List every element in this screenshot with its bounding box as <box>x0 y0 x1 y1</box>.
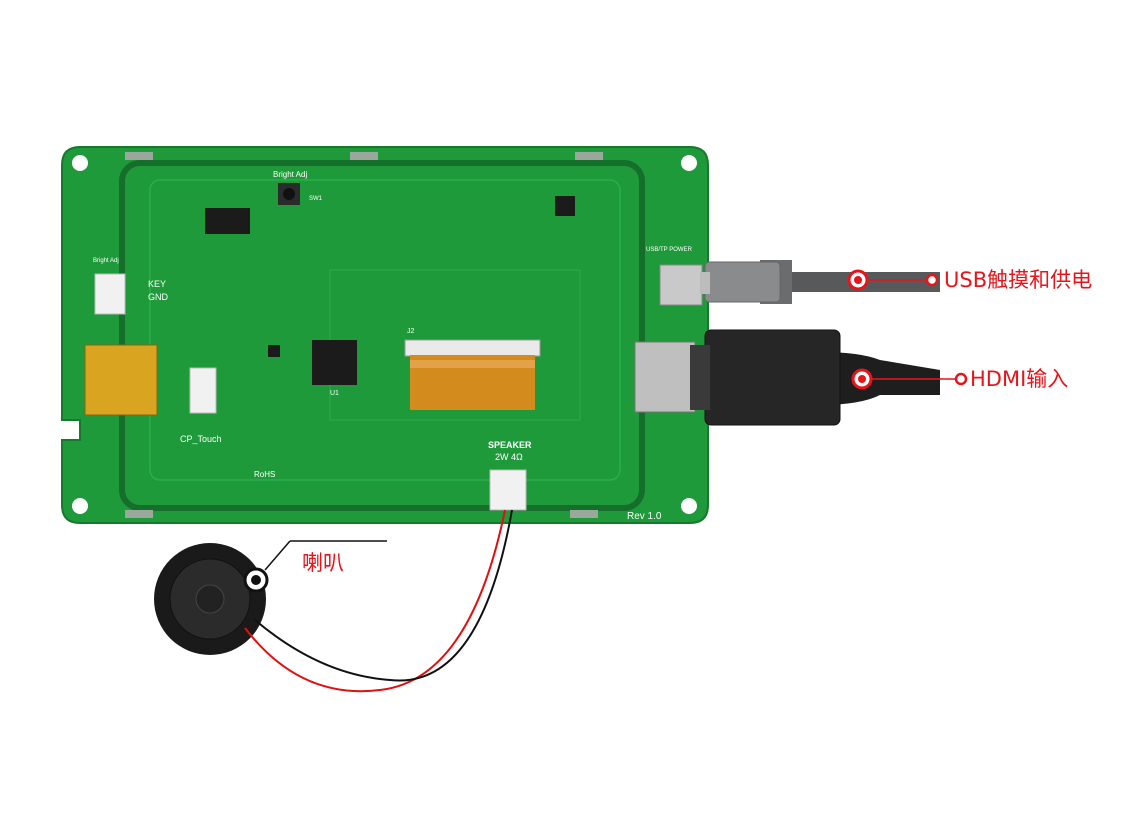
key-connector <box>94 273 126 315</box>
touch-fpc <box>84 344 158 416</box>
svg-text:U1: U1 <box>330 390 339 397</box>
callout-markers <box>243 269 968 593</box>
speaker-connector <box>489 469 527 511</box>
fpc-connector <box>404 339 541 357</box>
speaker-label: 喇叭 <box>302 551 344 575</box>
rohs-label: RoHS <box>254 470 275 479</box>
cp-touch-label: CP_Touch <box>180 434 222 444</box>
usb-touch-power-label: USB触摸和供电 <box>944 268 1093 292</box>
svg-text:J2: J2 <box>407 328 415 335</box>
pcb-board: Bright Adj SW1 Bright Adj KEY GND CP_Tou… <box>61 146 709 524</box>
speaker-spec-label: 2W 4Ω <box>495 452 523 462</box>
usb-cable <box>700 260 940 304</box>
hdmi-cable <box>690 329 940 426</box>
svg-text:Bright Adj: Bright Adj <box>93 258 119 264</box>
svg-text:SW1: SW1 <box>309 196 323 202</box>
chip-ic <box>205 208 250 234</box>
key-label: KEY <box>148 279 166 289</box>
usb-power-label: USB/TP POWER <box>646 247 693 253</box>
speaker-board-label: SPEAKER <box>488 440 532 450</box>
rev-label: Rev 1.0 <box>627 511 662 522</box>
bright-adj-label: Bright Adj <box>273 170 307 179</box>
speaker <box>154 509 513 693</box>
hdmi-input-label: HDMI输入 <box>970 367 1069 391</box>
chip-u1 <box>312 340 357 385</box>
gnd-label: GND <box>148 292 169 302</box>
